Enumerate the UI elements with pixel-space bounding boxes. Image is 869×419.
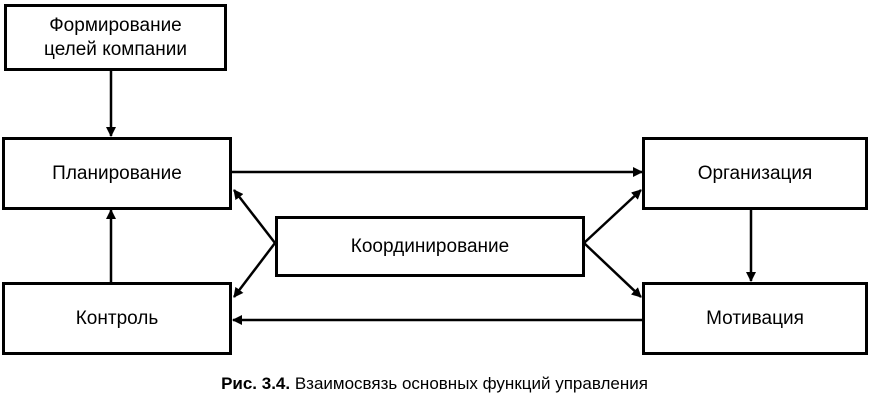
caption-label: Рис. 3.4. bbox=[221, 374, 291, 393]
node-coordination-label: Координирование bbox=[350, 235, 510, 257]
node-organization-label: Организация bbox=[697, 162, 813, 184]
node-control-label: Контроль bbox=[75, 307, 159, 329]
node-planning: Планирование bbox=[2, 137, 232, 210]
node-planning-label: Планирование bbox=[52, 162, 182, 184]
node-coordination: Координирование bbox=[275, 216, 585, 277]
node-motivation: Мотивация bbox=[642, 282, 868, 355]
node-organization: Организация bbox=[642, 137, 868, 210]
arrow-coordination-to-organization bbox=[583, 189, 642, 244]
figure-caption: Рис. 3.4. Взаимосвязь основных функций у… bbox=[0, 374, 869, 394]
node-goals: Формирование целей компании bbox=[4, 4, 227, 71]
arrow-coordination-to-planning bbox=[233, 189, 276, 244]
node-goals-label: Формирование целей компании bbox=[44, 14, 187, 60]
arrow-coordination-to-motivation bbox=[583, 242, 642, 298]
arrow-coordination-to-control bbox=[233, 242, 276, 298]
caption-text: Взаимосвязь основных функций управления bbox=[290, 374, 648, 393]
node-motivation-label: Мотивация bbox=[706, 307, 804, 329]
node-control: Контроль bbox=[2, 282, 232, 355]
